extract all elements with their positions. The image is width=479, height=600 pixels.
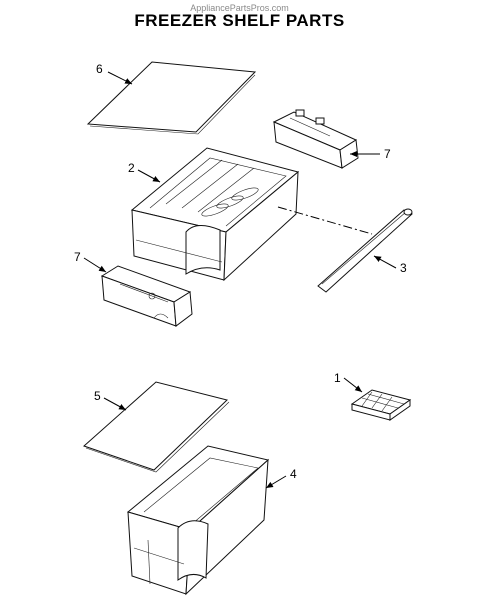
part-5-shelf-panel: [83, 381, 230, 473]
part-4-lower-basket: [126, 445, 270, 596]
leader-7-left: [83, 257, 107, 273]
page-title: FREEZER SHELF PARTS: [134, 11, 345, 30]
leader-5: [103, 397, 127, 411]
leader-4: [265, 475, 287, 489]
callout-3: 3: [400, 261, 407, 275]
assembly-line: [277, 206, 373, 235]
part-7-bracket-upper: [272, 109, 359, 169]
callout-7-upper: 7: [384, 147, 391, 161]
part-2-upper-basket: [130, 147, 300, 282]
callout-2: 2: [128, 161, 135, 175]
leader-1: [343, 377, 363, 393]
part-6-shelf-panel: [86, 61, 257, 135]
callout-7-left: 7: [74, 250, 81, 264]
callout-1: 1: [334, 371, 341, 385]
callout-4: 4: [290, 467, 297, 481]
part-3-rail: [317, 208, 413, 293]
callout-5: 5: [94, 389, 101, 403]
watermark: AppliancePartsPros.com: [190, 3, 289, 13]
part-7-bracket-left: [100, 265, 193, 327]
part-1-clip: [350, 389, 412, 421]
leader-2: [137, 169, 161, 183]
callout-6: 6: [96, 62, 103, 76]
leader-3: [373, 255, 397, 269]
leader-6: [107, 71, 133, 85]
